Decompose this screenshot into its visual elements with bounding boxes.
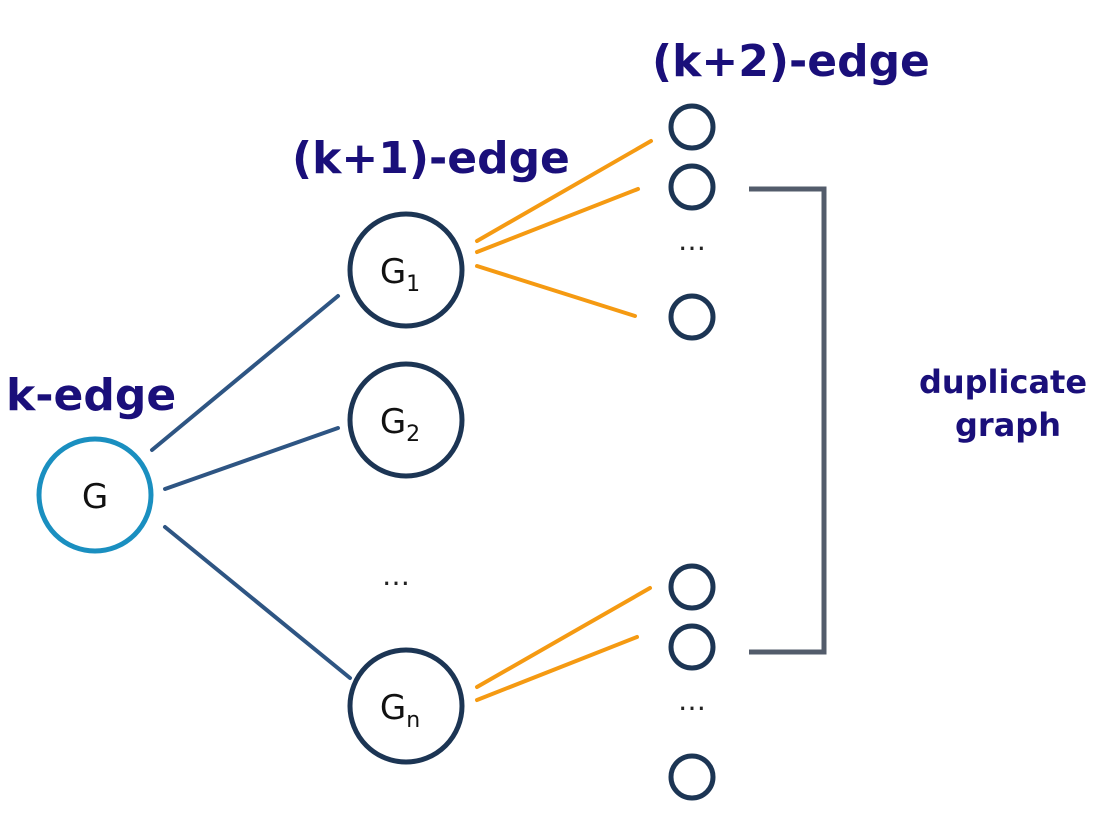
tree-edges [150, 294, 352, 680]
heading-graph: graph [955, 406, 1061, 444]
node-root-base: G [82, 477, 108, 517]
heading-duplicate: duplicate [919, 363, 1087, 401]
duplicate-bracket [749, 186, 827, 655]
heading-k2-edge: (k+2)-edge [652, 36, 930, 87]
small-node-top-1 [668, 103, 716, 151]
small-node-bottom-1 [668, 563, 716, 611]
small-node-top-2 [668, 163, 716, 211]
edge-g1-to-top-2 [475, 187, 640, 254]
small-node-bottom-3 [668, 753, 716, 801]
expansion-edges [475, 139, 653, 702]
edge-gn-to-bottom-1 [475, 586, 652, 689]
edge-gn-to-bottom-2 [475, 635, 639, 702]
node-g2-subscript: 2 [406, 422, 420, 447]
node-g1-subscript: 1 [406, 272, 420, 297]
heading-k1-edge: (k+1)-edge [292, 133, 570, 184]
edge-g-to-gn [163, 525, 352, 680]
node-gn-subscript: n [406, 708, 420, 733]
node-gn-label: Gn [380, 688, 420, 733]
ellipsis-bottom-group: … [678, 684, 706, 717]
small-nodes-top [668, 103, 716, 341]
ellipsis-second-level: … [382, 559, 410, 592]
edge-g1-to-top-3 [475, 264, 637, 318]
node-gn-ring [347, 647, 465, 765]
node-root-ring [36, 436, 154, 554]
edge-g1-to-top-1 [475, 139, 653, 243]
node-g2-ring [347, 361, 465, 479]
edge-g-to-g1 [150, 294, 340, 452]
small-nodes-bottom [668, 563, 716, 801]
small-node-top-3 [668, 293, 716, 341]
heading-k-edge: k-edge [6, 370, 176, 421]
node-g1-base: G [380, 252, 406, 292]
small-node-bottom-2 [668, 623, 716, 671]
node-gn: Gn [347, 647, 465, 765]
node-g2-label: G2 [380, 402, 420, 447]
node-g1-ring [347, 211, 465, 329]
node-g2: G2 [347, 361, 465, 479]
node-g1: G1 [347, 211, 465, 329]
node-root-label: G [82, 477, 108, 517]
node-gn-base: G [380, 688, 406, 728]
node-g1-label: G1 [380, 252, 420, 297]
ellipsis-top-group: … [678, 224, 706, 257]
edge-g-to-g2 [163, 426, 340, 491]
node-root: G [36, 436, 154, 554]
node-g2-base: G [380, 402, 406, 442]
